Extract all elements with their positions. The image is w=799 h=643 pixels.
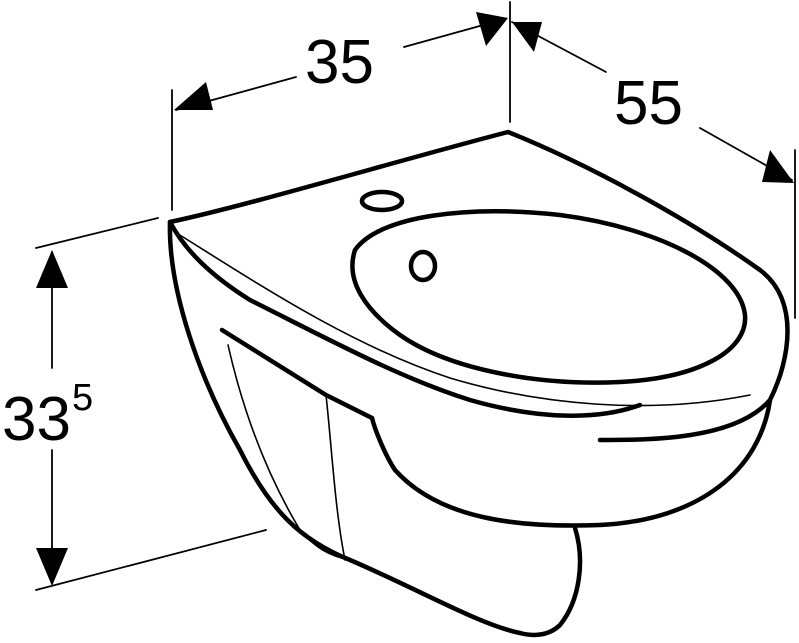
height-label-main: 33 [2, 385, 71, 454]
bidet-fixture [167, 129, 790, 638]
width-label: 35 [305, 28, 374, 97]
height-arrow-bottom [36, 548, 68, 586]
rim-front-edge [167, 219, 643, 418]
width-arrow-right [476, 12, 508, 46]
depth-label: 55 [614, 69, 683, 138]
pedestal-right-side [517, 525, 583, 638]
height-label-superscript: 5 [72, 377, 93, 419]
body-lower-curve [369, 397, 773, 528]
height-extension-bottom [35, 529, 267, 591]
depth-dimension: 55 [511, 21, 796, 319]
depth-arrow-lower [762, 150, 794, 183]
body-left-side [167, 219, 523, 636]
width-arrow-left [174, 82, 213, 110]
depth-arrow-upper [512, 22, 542, 52]
tap-hole [359, 189, 405, 213]
rim-outer-edge [167, 129, 790, 443]
width-dimension: 35 [171, 1, 511, 211]
height-extension-top [35, 217, 159, 249]
height-arrow-top [36, 250, 68, 288]
recess-vertical-crease [325, 394, 346, 561]
back-recess-inner [227, 344, 351, 561]
bowl-opening [350, 209, 748, 385]
overflow-hole [408, 249, 438, 283]
height-dimension: 33 5 [2, 217, 267, 591]
bowl-inner-rim [174, 231, 751, 407]
